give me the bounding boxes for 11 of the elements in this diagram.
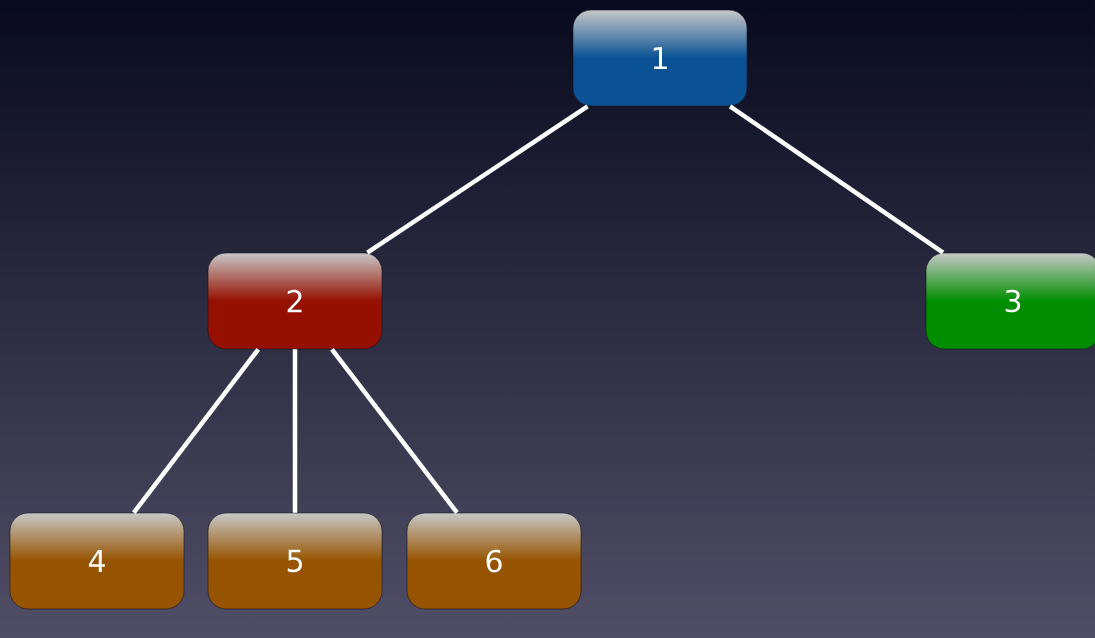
connector-line	[132, 347, 261, 515]
tree-node: 5	[207, 512, 383, 610]
tree-node: 6	[406, 512, 582, 610]
connector-line	[330, 347, 459, 515]
tree-node: 2	[207, 252, 383, 350]
tree-node: 4	[9, 512, 185, 610]
connector-line	[366, 104, 589, 255]
tree-node: 1	[572, 9, 748, 107]
connector-line	[292, 349, 298, 513]
connector-line	[728, 104, 945, 255]
tree-node: 3	[925, 252, 1095, 350]
